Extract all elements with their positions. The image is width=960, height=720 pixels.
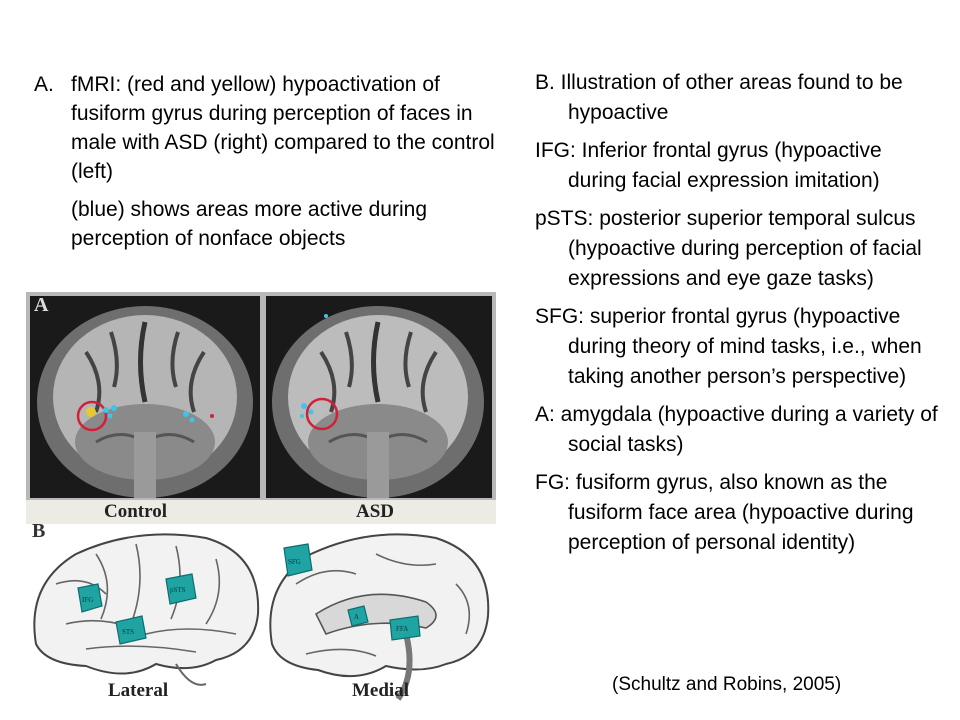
paragraph-blue: (blue) shows areas more active during pe…: [71, 198, 427, 250]
paragraph-sfg: SFG: superior frontal gyrus (hypoactive …: [535, 305, 922, 388]
region-sts: [115, 615, 147, 645]
paragraph-ifg: IFG: Inferior frontal gyrus (hypoactive …: [535, 139, 882, 192]
region-ifg-label: IFG: [82, 596, 93, 604]
left-text-block: A. fMRI: (red and yellow) hypoactivation…: [34, 70, 504, 262]
region-ffa-label: FFA: [396, 625, 408, 633]
region-ffa: [389, 615, 421, 641]
asd-scan: [266, 296, 492, 498]
paragraph-psts: pSTS: posterior superior temporal sulcus…: [535, 207, 922, 290]
brain-illustrations: IFG pSTS STS SFG A FFA: [33, 533, 490, 701]
region-sts-label: STS: [122, 628, 134, 636]
paragraph-fmri: fMRI: (red and yellow) hypoactivation of…: [71, 73, 495, 183]
control-scan: [30, 296, 260, 498]
control-fusiform-circle: [76, 400, 108, 432]
paragraph-b: B. Illustration of other areas found to …: [535, 71, 903, 124]
panel-a: A Control ASD: [26, 292, 496, 524]
region-psts: [165, 573, 197, 605]
asd-fusiform-circle: [305, 397, 339, 431]
control-activation-yellow: [86, 407, 96, 417]
list-item-a: fMRI: (red and yellow) hypoactivation of…: [71, 70, 504, 253]
region-amygdala-label: A: [354, 613, 359, 621]
panel-b-label: B: [32, 520, 46, 542]
region-amygdala: [347, 605, 369, 627]
caption-control: Control: [104, 501, 167, 522]
caption-medial: Medial: [352, 680, 409, 701]
right-text-block: B. Illustration of other areas found to …: [535, 68, 945, 566]
paragraph-amygdala: A: amygdala (hypoactive during a variety…: [535, 403, 938, 456]
brain-figure: A Control ASD: [26, 292, 496, 710]
panel-a-label: A: [34, 294, 49, 316]
region-psts-label: pSTS: [170, 586, 186, 594]
caption-asd: ASD: [356, 501, 395, 522]
citation: (Schultz and Robins, 2005): [612, 674, 842, 695]
panel-b: IFG pSTS STS SFG A FFA B Lateral Medial: [26, 520, 496, 710]
list-marker-a: A.: [34, 73, 54, 96]
region-sfg: [283, 543, 313, 577]
region-sfg-label: SFG: [288, 558, 301, 566]
paragraph-fg: FG: fusiform gyrus, also known as the fu…: [535, 471, 914, 554]
caption-lateral: Lateral: [108, 680, 169, 701]
lateral-brain: [33, 533, 260, 686]
region-ifg: [77, 583, 103, 613]
fmri-images: [26, 296, 496, 524]
